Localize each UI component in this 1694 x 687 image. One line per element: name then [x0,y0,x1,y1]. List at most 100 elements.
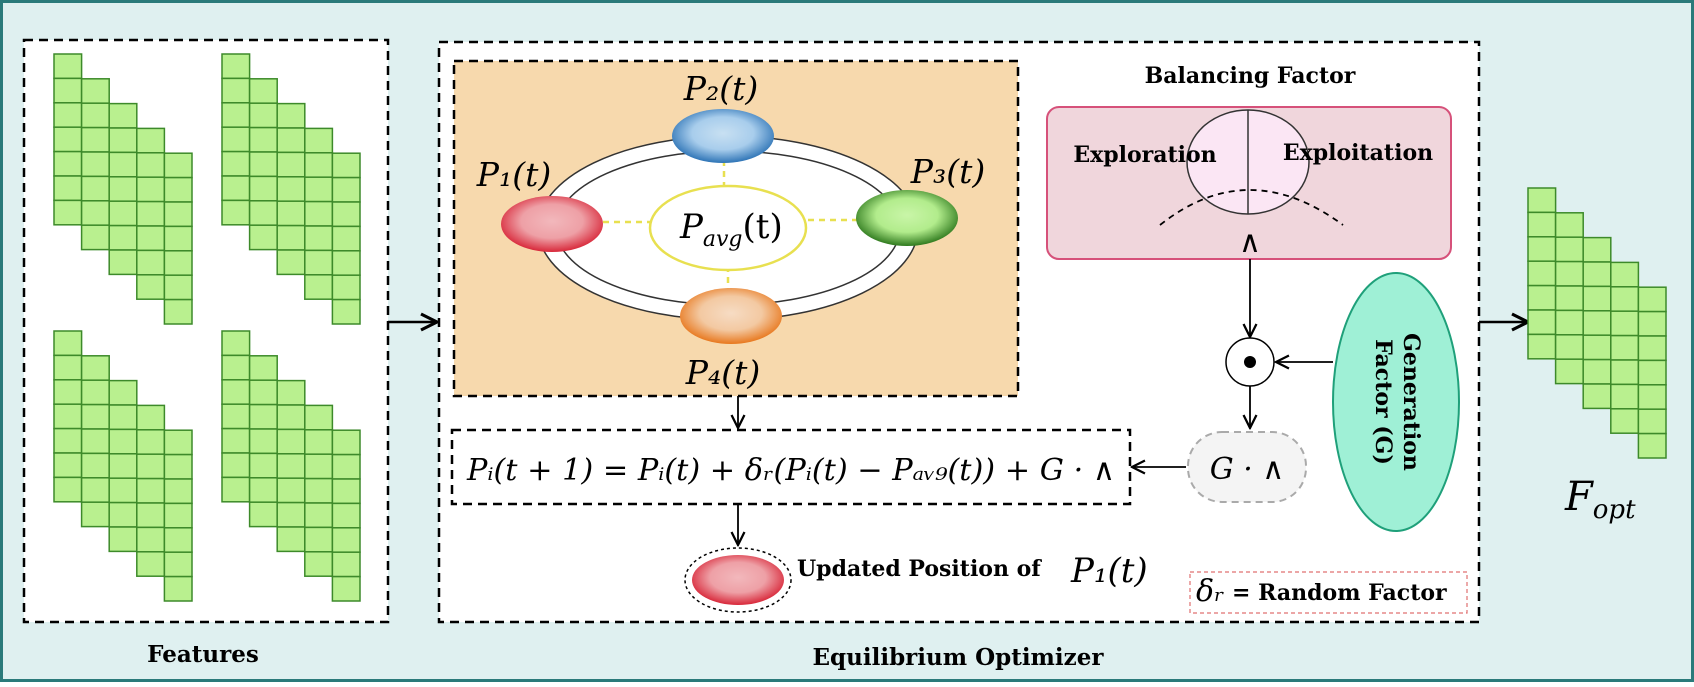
feature-cell [108,453,138,479]
feature-cell [221,102,251,128]
feature-cell [1554,309,1584,336]
product-dot [1244,356,1256,368]
feature-cell [1610,383,1640,410]
feature-cell [80,355,110,381]
feature-cell [108,477,138,504]
feature-cell [1554,334,1584,360]
feature-cell [248,452,278,479]
feature-cell [136,200,166,227]
feature-cell [53,175,83,202]
feature-cell [80,102,110,129]
feature-cell [136,127,166,154]
feature-cell [163,502,193,529]
feature-cell [53,126,83,153]
feature-cell [248,78,278,104]
feature-cell [53,77,83,104]
feature-cell [108,224,138,251]
feature-cell [136,404,166,431]
feature-cell [1610,408,1640,434]
feature-cell [1610,310,1640,337]
feature-cell [1554,358,1584,385]
feature-cell [248,355,278,381]
feature-cell [108,102,138,129]
feature-cell [276,428,306,455]
feature-cell [108,428,138,455]
feature-cell [80,78,110,104]
feature-grids [53,53,361,602]
feature-cell [53,199,83,226]
generation-factor-line1: Generation [1398,333,1424,471]
feature-cell [53,354,83,381]
feature-cell [1637,384,1667,410]
feature-cell [1554,285,1584,312]
feature-cell [80,452,110,479]
feature-cell [1637,310,1667,337]
feature-cell [331,152,361,179]
feature-cell [304,429,334,455]
feature-cell [1582,261,1612,288]
output-feature-grid [1527,187,1667,459]
p2-label: P₂(t) [683,69,758,108]
feature-cell [1582,236,1612,263]
feature-cell [331,478,361,505]
p3-label: P₃(t) [910,152,985,191]
feature-cell [136,551,166,577]
feature-cell [1554,236,1584,263]
feature-cell [163,575,193,602]
feature-cell [1610,359,1640,386]
feature-cell [53,102,83,128]
p4-label: P₄(t) [685,353,760,392]
feature-cell [1582,358,1612,385]
feature-cell [163,201,193,228]
feature-cell [80,428,110,455]
feature-cell [221,354,251,381]
feature-cell [163,152,193,179]
feature-cell [221,126,251,153]
feature-cell [221,175,251,202]
feature-cell [276,127,306,154]
feature-cell [276,477,306,504]
feature-cell [1554,260,1584,287]
random-factor-note [1189,571,1468,614]
feature-cell [1527,187,1557,214]
p2-node [672,109,774,163]
feature-cell [221,77,251,104]
feature-cell [163,274,193,301]
feature-cell [53,427,83,454]
glambda-node [1187,431,1307,503]
feature-cell [136,152,166,178]
feature-cell [136,176,166,203]
feature-cell [53,53,83,80]
feature-cell [304,453,334,480]
feature-cell [80,175,110,202]
feature-cell [1527,333,1557,360]
feature-cell [1637,408,1667,435]
feature-cell [331,176,361,203]
feature-cell [53,150,83,177]
feature-cell [108,404,138,431]
feature-cell [108,127,138,154]
feature-cell [136,249,166,276]
feature-cell [1637,335,1667,362]
feature-cell [248,175,278,202]
feature-cell [276,200,306,227]
feature-cell [80,403,110,430]
feature-cell [108,379,138,406]
feature-cell [80,477,110,503]
feature-cell [53,330,83,357]
feature-cell [163,298,193,325]
feature-cell [331,502,361,529]
p1-label: P₁(t) [476,155,551,194]
feature-cell [331,201,361,228]
feature-cell [1582,285,1612,312]
updated-position-node [692,555,784,605]
feature-cell [136,453,166,480]
f-opt-label: Fopt [1564,474,1636,525]
feature-cell [331,225,361,252]
feature-cell [163,551,193,578]
feature-cell [304,225,334,252]
feature-cell [1527,260,1557,287]
feature-cell [331,250,361,276]
feature-cell [80,200,110,226]
